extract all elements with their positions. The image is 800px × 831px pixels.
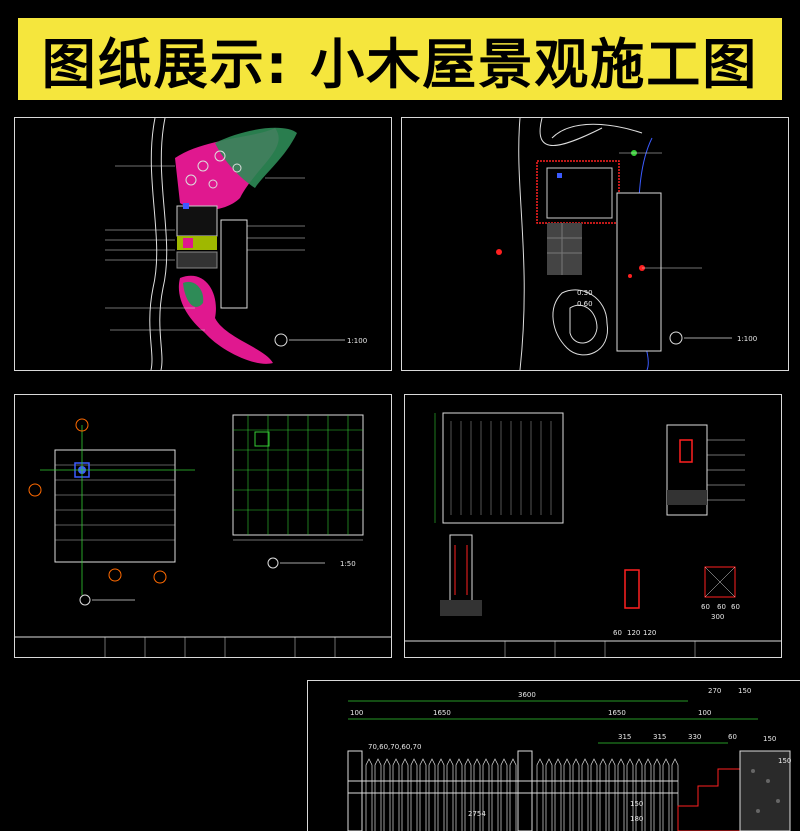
dim-mid2: 1650: [608, 709, 626, 717]
fence-picket: [509, 758, 517, 831]
dim-mid-c: 330: [688, 733, 701, 741]
fence-picket: [635, 758, 643, 831]
fence-picket: [464, 758, 472, 831]
dim-total: 3600: [518, 691, 536, 699]
dim-small: 70,60,70,60,70: [368, 743, 421, 751]
drawing-sheet-site-plan: 1:100: [14, 117, 392, 371]
fence-picket: [491, 758, 499, 831]
dim-d5: 60: [717, 603, 726, 611]
fence-picket: [581, 758, 589, 831]
fence-picket: [428, 758, 436, 831]
fence-elevation-drawing: 3600 100 1650 1650 100 270 150 315 315 3…: [347, 687, 791, 831]
fence-picket: [365, 758, 373, 831]
details-drawing: 60 120 120 60 60 60 300: [405, 412, 781, 657]
fence-picket: [500, 758, 508, 831]
fence-picket: [626, 758, 634, 831]
fence-picket: [437, 758, 445, 831]
site-plan-scale: 1:100: [347, 337, 367, 345]
drawing-sheet-deck-framing: 1:50: [14, 394, 392, 658]
title-banner: 图纸展示: 小木屋景观施工图: [18, 18, 782, 100]
dim-side-1: 150: [630, 800, 643, 808]
dim-left: 100: [350, 709, 363, 717]
fence-picket: [536, 758, 544, 831]
drawing-sheet-fence-elevation: 3600 100 1650 1650 100 270 150 315 315 3…: [307, 680, 800, 831]
dim-bottom: 2754: [468, 810, 486, 818]
fence-picket: [383, 758, 391, 831]
fence-picket: [482, 758, 490, 831]
fence-picket: [401, 758, 409, 831]
dim-mid-b: 315: [653, 733, 666, 741]
fence-picket: [554, 758, 562, 831]
deck-framing-drawing: 1:50: [15, 414, 391, 657]
dim-side-2: 180: [630, 815, 643, 823]
pond-label-b: 0.60: [577, 300, 593, 308]
dim-mid-a: 315: [618, 733, 631, 741]
dim-d2: 120: [627, 629, 640, 637]
fence-picket: [662, 758, 670, 831]
dim-r2: 150: [738, 687, 751, 695]
dim-d4: 60: [701, 603, 710, 611]
fence-picket: [419, 758, 427, 831]
cabin-plan-drawing: 0.30 0.60 1:100: [496, 118, 757, 370]
cabin-plan-scale: 1:100: [737, 335, 757, 343]
fence-picket: [599, 758, 607, 831]
fence-picket: [410, 758, 418, 831]
drawing-sheet-cabin-plan: 0.30 0.60 1:100: [401, 117, 789, 371]
fence-picket: [644, 758, 652, 831]
site-plan-drawing: 1:100: [105, 118, 367, 370]
dim-mid-d: 60: [728, 733, 737, 741]
dim-side-3: 150: [763, 735, 776, 743]
dim-d1: 60: [613, 629, 622, 637]
fence-picket: [374, 758, 382, 831]
pond-label-a: 0.30: [577, 289, 593, 297]
dim-d6: 60: [731, 603, 740, 611]
fence-picket: [671, 758, 679, 831]
fence-picket: [617, 758, 625, 831]
dim-mid1: 1650: [433, 709, 451, 717]
banner-title: 图纸展示: 小木屋景观施工图: [41, 32, 759, 96]
drawing-sheet-details: 60 120 120 60 60 60 300: [404, 394, 782, 658]
fence-picket: [572, 758, 580, 831]
fence-picket: [446, 758, 454, 831]
framing-scale: 1:50: [340, 560, 356, 568]
dim-side-4: 150: [778, 757, 791, 765]
dim-right: 100: [698, 709, 711, 717]
dim-r1: 270: [708, 687, 721, 695]
fence-picket: [563, 758, 571, 831]
fence-picket: [545, 758, 553, 831]
fence-picket: [392, 758, 400, 831]
fence-picket: [455, 758, 463, 831]
fence-picket: [653, 758, 661, 831]
fence-picket: [608, 758, 616, 831]
dim-d7: 300: [711, 613, 724, 621]
dim-d3: 120: [643, 629, 656, 637]
fence-picket: [473, 758, 481, 831]
fence-picket: [590, 758, 598, 831]
